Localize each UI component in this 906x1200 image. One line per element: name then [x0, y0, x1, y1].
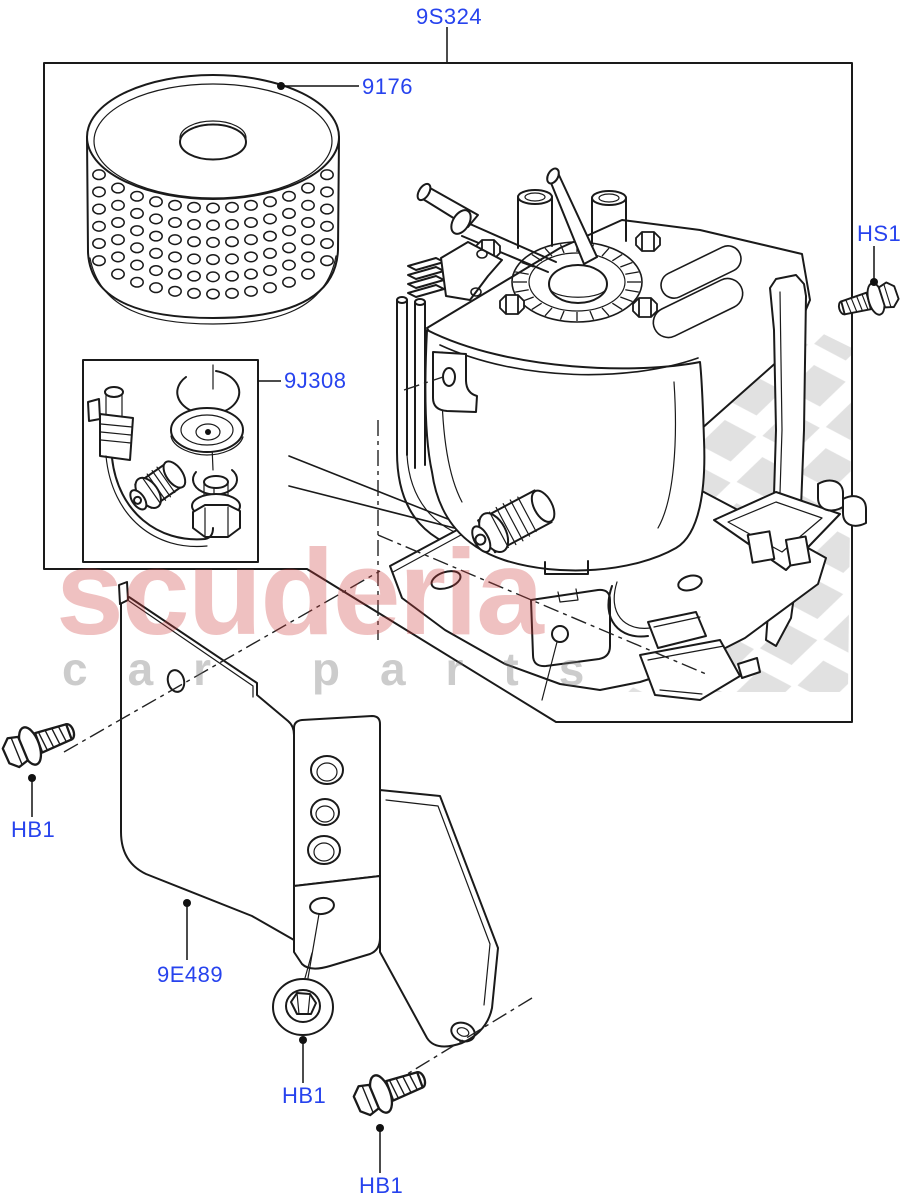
bolt-hb1-top-left	[0, 710, 82, 775]
part-label-9s324[interactable]: 9S324	[416, 4, 483, 29]
part-label-hs1[interactable]: HS1	[857, 221, 902, 246]
phantom-lines	[63, 420, 707, 1077]
part-label-9e489[interactable]: 9E489	[157, 962, 224, 987]
bolt-hs1	[834, 276, 903, 326]
sensor-kit-box	[82, 359, 259, 563]
shield-bracket-drawing	[118, 581, 499, 1048]
part-label-9176[interactable]: 9176	[362, 74, 413, 99]
filter-element-drawing	[86, 74, 340, 325]
main-sensor-knurl	[471, 489, 556, 554]
part-label-hb1-c[interactable]: HB1	[359, 1173, 404, 1198]
leader-lines	[28, 27, 878, 1173]
assembly-outline-box	[43, 62, 853, 723]
fuel-filter-assembly-drawing	[389, 167, 867, 701]
kit-connector	[87, 386, 134, 461]
part-label-9j308[interactable]: 9J308	[284, 368, 347, 393]
part-label-hb1-b[interactable]: HB1	[282, 1083, 327, 1108]
kit-sensor-knurl	[129, 460, 187, 511]
bolt-hb1-washer-top-view	[272, 952, 334, 1036]
part-label-hb1-a[interactable]: HB1	[11, 817, 56, 842]
filter-hole-pattern	[92, 169, 334, 300]
bolt-hb1-bottom-right	[348, 1058, 433, 1123]
